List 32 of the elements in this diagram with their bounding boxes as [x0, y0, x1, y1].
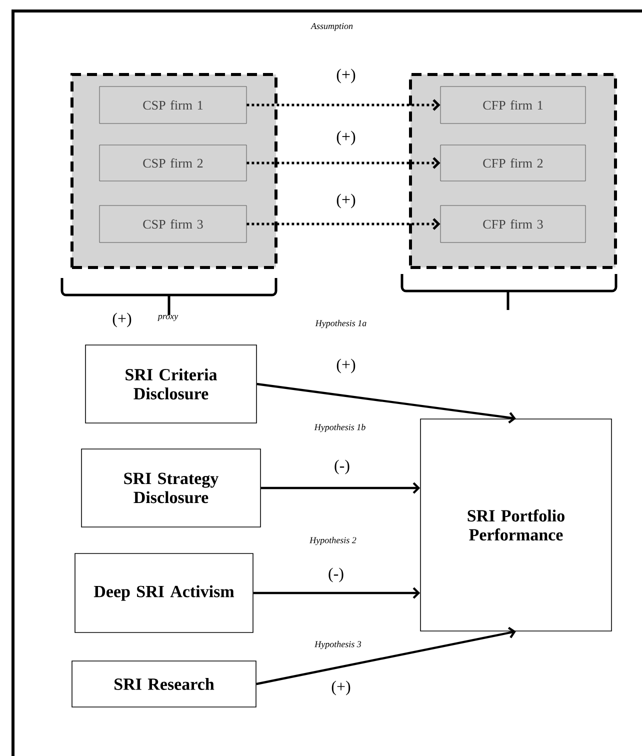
- hypothesis-label: Hypothesis 3: [314, 640, 362, 650]
- firm-box: CFP firm 3: [440, 205, 586, 243]
- edge-label: (+): [335, 358, 357, 374]
- hypothesis-label: Hypothesis 1b: [314, 424, 366, 432]
- construct-box: SRI Research: [72, 660, 256, 708]
- edge-label: (+): [330, 680, 352, 696]
- sign-label: (+): [112, 312, 132, 328]
- arrow: [260, 482, 420, 494]
- edge-label: (+): [335, 130, 357, 146]
- arrow: [246, 218, 440, 230]
- edge-label: (-): [327, 566, 345, 584]
- construct-box: SRI Criteria Disclosure: [85, 344, 257, 424]
- construct-box: SRI Portfolio Performance: [420, 418, 612, 632]
- caption-label: Assumption: [310, 23, 353, 31]
- edge-label: (+): [335, 192, 357, 210]
- firm-box: CSP firm 3: [99, 205, 247, 243]
- arrow: [256, 382, 516, 424]
- hypothesis-label: Hypothesis 2: [310, 536, 356, 546]
- arrow: [256, 626, 516, 686]
- arrow: [246, 99, 440, 111]
- proxy-label: proxy: [157, 314, 178, 322]
- arrow: [253, 587, 420, 599]
- construct-box: Deep SRI Activism: [74, 553, 254, 633]
- arrow: [246, 157, 440, 169]
- firm-box: CFP firm 1: [440, 86, 586, 124]
- edge-label: (-): [333, 458, 351, 476]
- firm-box: CSP firm 2: [99, 144, 247, 182]
- edge-label: (+): [335, 68, 357, 84]
- construct-box: SRI Strategy Disclosure: [81, 448, 261, 528]
- firm-box: CFP firm 2: [440, 144, 586, 182]
- hypothesis-label: Hypothesis 1a: [315, 320, 366, 328]
- firm-box: CSP firm 1: [99, 86, 247, 124]
